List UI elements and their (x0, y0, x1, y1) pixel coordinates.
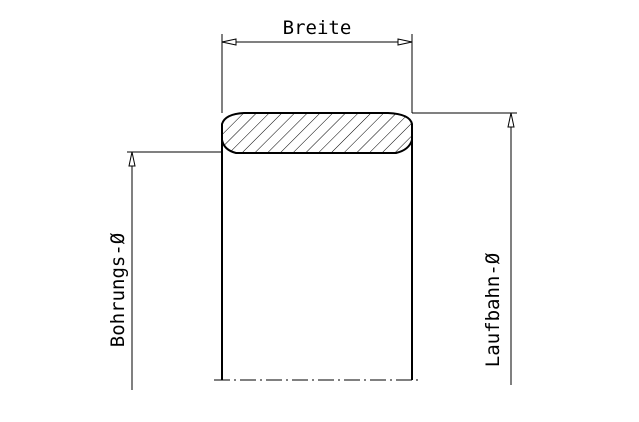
raceway-arrow (507, 112, 515, 128)
bore-arrow (128, 151, 136, 167)
width-arrow-right (397, 38, 413, 46)
width-label: Breite (283, 17, 352, 39)
ring-section (221, 112, 413, 154)
bore-label: Bohrungs-Ø (107, 232, 129, 347)
raceway-label: Laufbahn-Ø (482, 252, 504, 367)
width-arrow-left (221, 38, 237, 46)
